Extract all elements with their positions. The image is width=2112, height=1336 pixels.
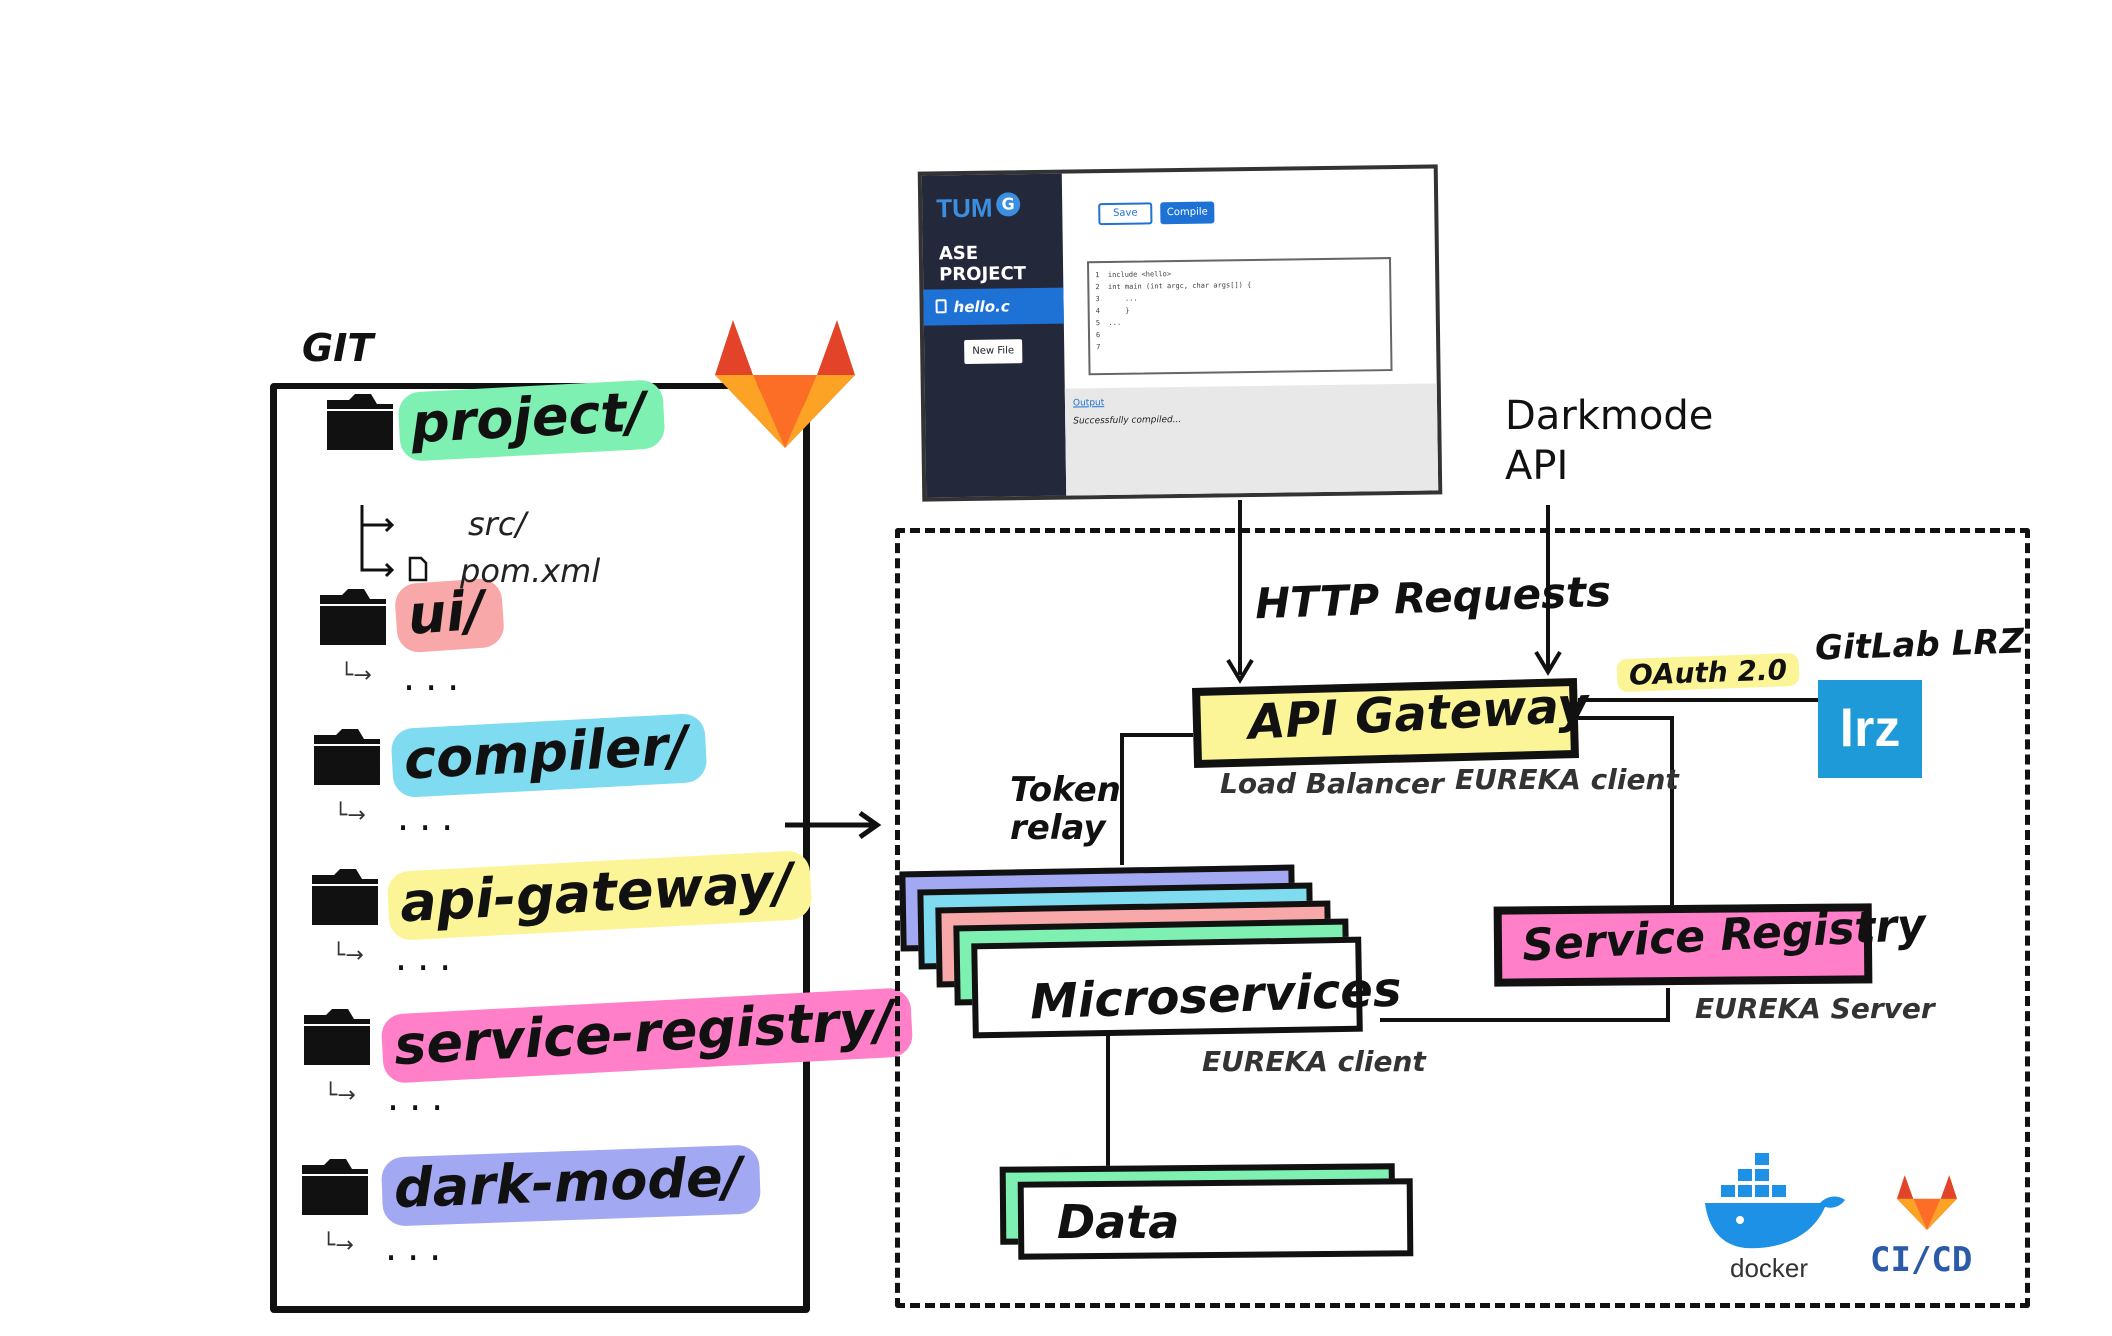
cicd-gitlab-icon bbox=[1897, 1175, 1957, 1230]
ellipsis: ... bbox=[387, 1075, 454, 1119]
folder-icon bbox=[327, 394, 393, 450]
folder-icon bbox=[302, 1159, 368, 1215]
eureka-server-note: EUREKA Server bbox=[1695, 992, 1935, 1025]
oauth-label: OAuth 2.0 bbox=[1616, 652, 1800, 693]
ellipsis: ... bbox=[395, 935, 462, 979]
darkmode-api-label-line2: API bbox=[1505, 443, 1569, 489]
child-arrow-icon: └→ bbox=[340, 663, 372, 688]
folder-icon bbox=[304, 1009, 370, 1065]
microservices-eureka-client-note: EUREKA client bbox=[1202, 1045, 1426, 1078]
child-arrow-icon: └→ bbox=[322, 1233, 354, 1258]
project-pom-file: pom.xml bbox=[460, 552, 601, 590]
ellipsis: ... bbox=[403, 655, 470, 699]
folder-icon bbox=[312, 869, 378, 925]
project-src-folder: src/ bbox=[468, 505, 527, 543]
folder-icon bbox=[320, 589, 386, 645]
gitlab-lrz-label: GitLab LRZ bbox=[1814, 621, 2025, 669]
gateway-eureka-client-note: EUREKA client bbox=[1455, 763, 1679, 796]
child-arrow-icon: └→ bbox=[332, 943, 364, 968]
docker-logo-icon bbox=[1705, 1153, 1845, 1249]
docker-label: docker bbox=[1730, 1253, 1809, 1283]
cicd-label: CI/CD bbox=[1870, 1240, 1973, 1280]
child-arrow-icon: └→ bbox=[334, 803, 366, 828]
git-label: GIT bbox=[302, 326, 374, 370]
lrz-logo-icon: lrz bbox=[1818, 680, 1922, 778]
file-icon bbox=[408, 556, 428, 582]
token-relay-label: Token bbox=[1010, 770, 1121, 810]
tree-branch-icon bbox=[360, 505, 395, 578]
data-label: Data bbox=[1057, 1195, 1180, 1249]
load-balancer-note: Load Balancer bbox=[1220, 767, 1444, 800]
ellipsis: ... bbox=[385, 1225, 452, 1269]
child-arrow-icon: └→ bbox=[324, 1083, 356, 1108]
token-relay-label-line2: relay bbox=[1010, 808, 1106, 848]
system-boundary bbox=[895, 528, 2030, 1308]
gitlab-logo-icon bbox=[715, 320, 855, 448]
ellipsis: ... bbox=[397, 795, 464, 839]
folder-icon bbox=[314, 729, 380, 785]
git-to-architecture-arrow bbox=[785, 810, 882, 840]
darkmode-api-label: Darkmode bbox=[1505, 393, 1714, 439]
